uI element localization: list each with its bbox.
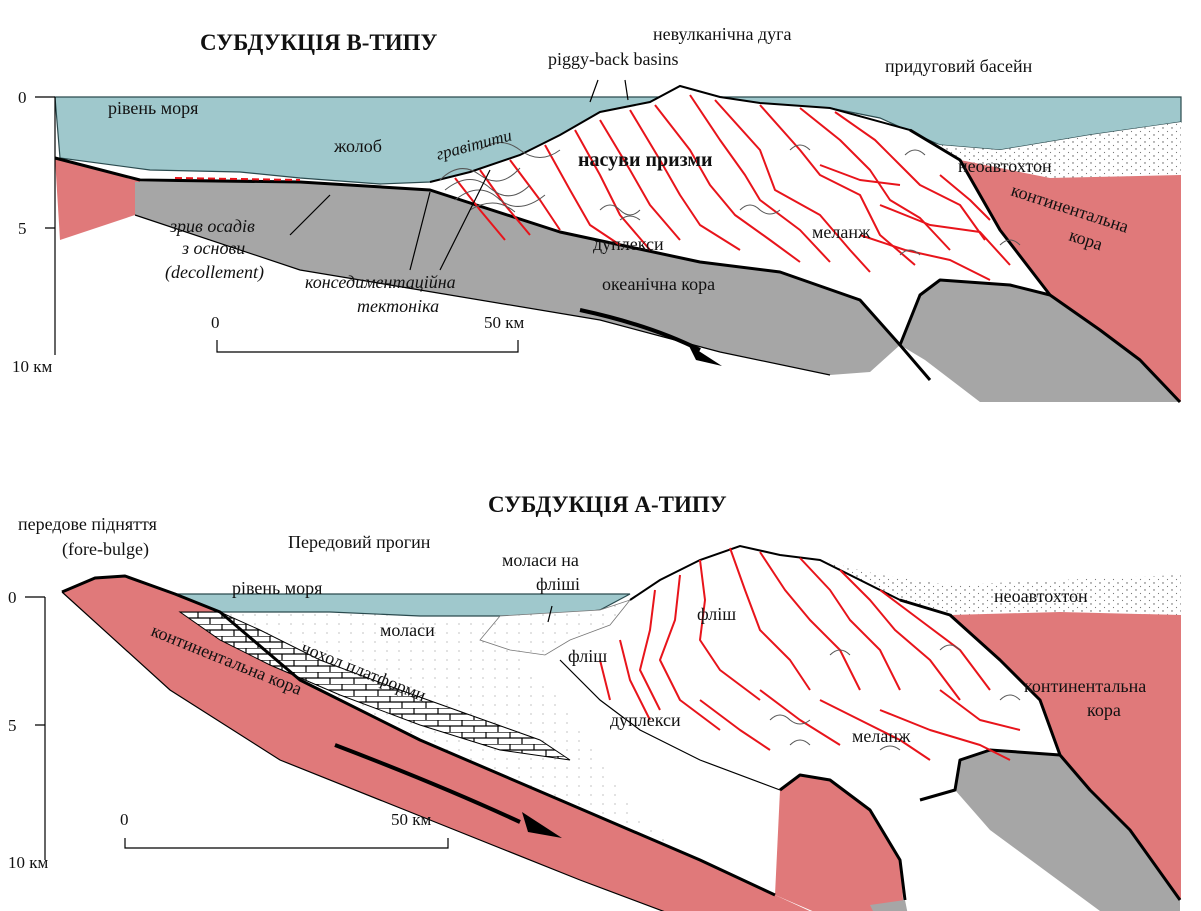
panel-a-subduction: СУБДУКЦІЯ А-ТИПУ передове підняття (fore… — [8, 492, 1181, 911]
a-flysch-label-1: фліш — [697, 604, 736, 624]
b-oceanic-crust-label: океанічна кора — [602, 274, 715, 294]
b-depth-10: 10 км — [12, 357, 53, 376]
b-scale-fifty: 50 км — [484, 313, 525, 332]
a-neoautochthon-label: неоавтохтон — [994, 586, 1088, 606]
b-prism-thrusts-label: насуви призми — [578, 149, 713, 171]
a-depth-10: 10 км — [8, 853, 49, 872]
a-molasse-on-flysch-label-1: моласи на — [502, 550, 579, 570]
b-depth-5: 5 — [18, 219, 27, 238]
a-duplexes-label: дуплекси — [610, 710, 681, 730]
b-trench-label: жолоб — [333, 136, 382, 156]
a-depth-0: 0 — [8, 588, 17, 607]
a-molasse-on-flysch-label-2: фліші — [536, 574, 580, 594]
a-flysch-label-2: фліш — [568, 646, 607, 666]
a-scale-bar — [125, 838, 448, 848]
a-right-continental-label-2: кора — [1087, 700, 1121, 720]
b-decollement-label-1: зрив осадів — [169, 216, 255, 236]
a-melange-label: меланж — [852, 726, 911, 746]
a-scale-zero: 0 — [120, 810, 129, 829]
b-decollement-label-3: (decollement) — [165, 262, 264, 283]
a-depth-axis — [25, 597, 45, 860]
b-piggyback-label: piggy-back basins — [548, 49, 678, 69]
a-forebulge-label-2: (fore-bulge) — [62, 539, 149, 560]
a-right-continental-label-1: континентальна — [1024, 676, 1146, 696]
a-depth-5: 5 — [8, 716, 17, 735]
b-sea-level-label: рівень моря — [108, 98, 198, 118]
a-title: СУБДУКЦІЯ А-ТИПУ — [488, 492, 727, 517]
b-scale-zero: 0 — [211, 313, 220, 332]
a-foredeep-label: Передовий прогин — [288, 532, 431, 552]
b-forearc-basin-label: придуговий басейн — [885, 56, 1033, 76]
a-forebulge-label-1: передове підняття — [18, 514, 157, 534]
panel-b-subduction: СУБДУКЦІЯ В-ТИПУ невулканічна дуга piggy… — [12, 24, 1181, 402]
a-molasse-label: моласи — [380, 620, 435, 640]
b-neoautochthon-label: неоавтохтон — [958, 156, 1052, 176]
b-duplexes-label: дуплекси — [593, 234, 664, 254]
a-sea-level-label: рівень моря — [232, 578, 322, 598]
b-melange-label: меланж — [812, 222, 871, 242]
b-consed-label-2: тектоніка — [357, 296, 439, 316]
b-scale-bar — [217, 340, 518, 352]
b-consed-label-1: конседиментаційна — [305, 272, 456, 292]
a-scale-fifty: 50 км — [391, 810, 432, 829]
b-title: СУБДУКЦІЯ В-ТИПУ — [200, 30, 437, 55]
b-depth-axis — [35, 97, 55, 355]
b-decollement-label-2: з основи — [181, 238, 245, 258]
b-depth-0: 0 — [18, 88, 27, 107]
b-nonvolcanic-arc-label: невулканічна дуга — [653, 24, 792, 44]
